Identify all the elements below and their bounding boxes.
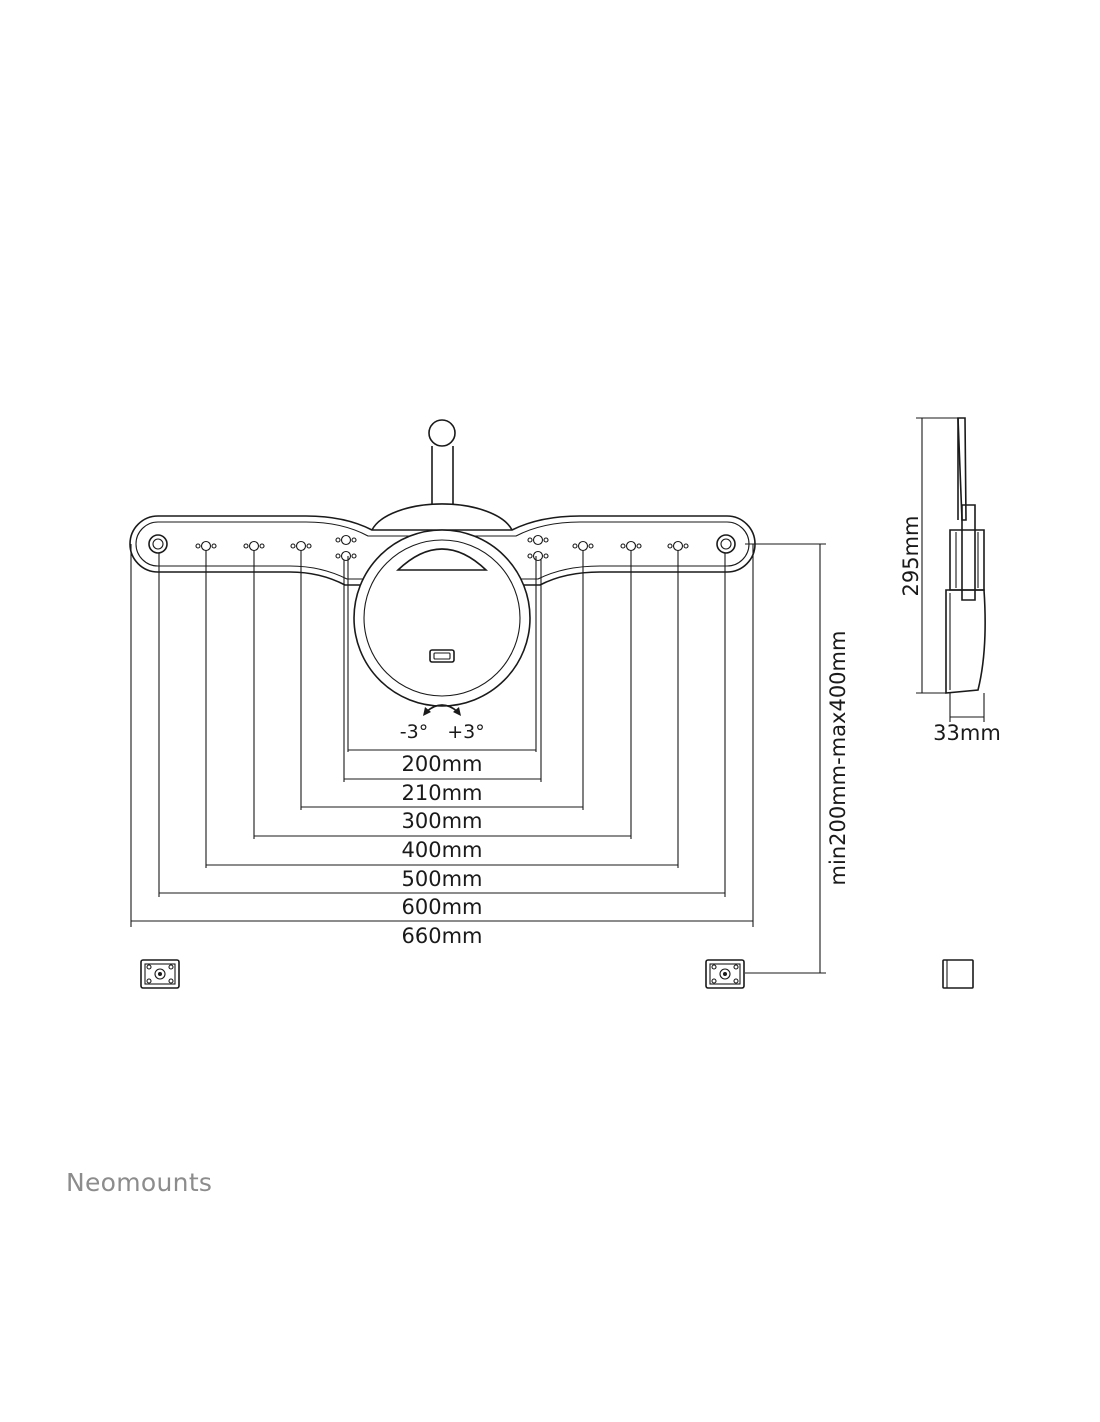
horizontal-dimensions <box>130 544 754 927</box>
front-view-mount: -3° +3° <box>129 419 756 743</box>
dim-label-660: 660mm <box>402 924 483 948</box>
dim-label-400: 400mm <box>402 838 483 862</box>
hanging-ring <box>428 419 456 447</box>
side-depth-label: 33mm <box>933 721 1001 745</box>
dim-label-300: 300mm <box>402 809 483 833</box>
side-view-mount: 295mm 33mm <box>899 417 1001 745</box>
plate-slot <box>429 649 455 663</box>
vertical-range-label: min200mm-max400mm <box>826 631 850 886</box>
brand-logo-text: Neomounts <box>66 1168 213 1197</box>
dim-label-500: 500mm <box>402 867 483 891</box>
bracket-plate-left <box>140 959 180 989</box>
plate-top-cap <box>396 548 488 571</box>
bracket-plate-right <box>705 959 745 989</box>
hub-top <box>371 503 513 531</box>
round-plate <box>353 529 531 707</box>
bracket-side-block <box>942 959 974 989</box>
dim-label-210: 210mm <box>402 781 483 805</box>
dim-label-200: 200mm <box>402 752 483 776</box>
side-height-label: 295mm <box>899 516 923 597</box>
bolt-right <box>716 534 736 554</box>
horizontal-dimension-labels: 200mm 210mm 300mm 400mm 500mm 600mm 660m… <box>402 752 483 948</box>
vertical-range-dimension: min200mm-max400mm <box>745 543 850 974</box>
tilt-plus-label: +3° <box>447 721 485 743</box>
tilt-minus-label: -3° <box>400 721 428 743</box>
dim-label-600: 600mm <box>402 895 483 919</box>
bolt-left <box>148 534 168 554</box>
tilt-arc <box>425 704 459 713</box>
